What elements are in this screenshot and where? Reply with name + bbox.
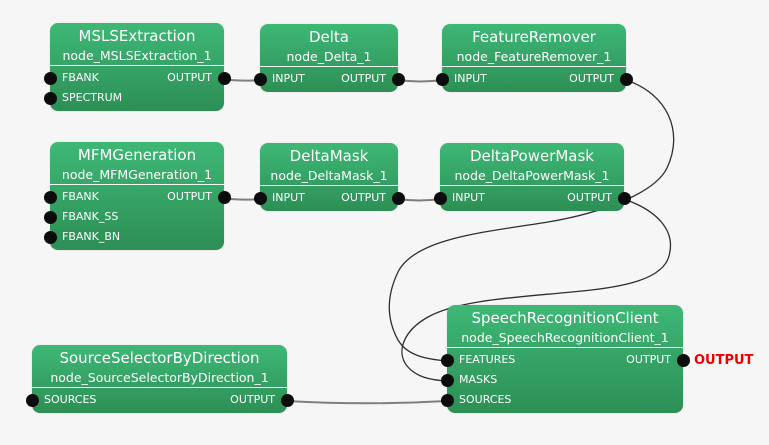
- input-port-label: SOURCES: [459, 393, 512, 406]
- features-input-port[interactable]: [440, 353, 454, 367]
- node-header: FeatureRemover node_FeatureRemover_1: [442, 24, 626, 67]
- input-port[interactable]: [253, 72, 267, 86]
- input-port[interactable]: [253, 191, 267, 205]
- wire-deltapowermask-to-masks[interactable]: [401, 198, 672, 382]
- input-port-label: INPUT: [452, 191, 485, 204]
- output-port[interactable]: [217, 71, 231, 85]
- port-row: MASKS: [440, 370, 683, 390]
- input-port-label: FEATURES: [459, 353, 516, 366]
- node-header: SpeechRecognitionClient node_SpeechRecog…: [447, 305, 683, 348]
- node-deltamask[interactable]: DeltaMask node_DeltaMask_1 INPUT OUTPUT: [253, 143, 405, 211]
- port-row: FBANK_SS: [43, 207, 224, 227]
- output-port[interactable]: [676, 353, 690, 367]
- node-instance-name: node_MFMGeneration_1: [61, 167, 213, 182]
- node-title: MSLSExtraction: [78, 27, 196, 45]
- input-port-label: SPECTRUM: [62, 91, 123, 104]
- node-deltapowermask[interactable]: DeltaPowerMask node_DeltaPowerMask_1 INP…: [433, 143, 631, 211]
- input-port-label: FBANK_SS: [62, 210, 119, 223]
- output-port[interactable]: [619, 72, 633, 86]
- node-instance-name: node_DeltaPowerMask_1: [454, 168, 610, 183]
- node-instance-name: node_MSLSExtraction_1: [62, 48, 212, 63]
- output-port[interactable]: [391, 191, 405, 205]
- node-title: DeltaPowerMask: [469, 147, 594, 165]
- node-ports: SOURCES OUTPUT: [25, 388, 294, 413]
- port-row: SOURCES: [440, 390, 683, 410]
- port-row: FEATURES OUTPUT: [440, 350, 690, 370]
- node-speechrecognitionclient[interactable]: SpeechRecognitionClient node_SpeechRecog…: [440, 305, 690, 413]
- output-port-label: OUTPUT: [167, 71, 212, 84]
- fbank-ss-input-port[interactable]: [43, 210, 57, 224]
- output-port[interactable]: [280, 393, 294, 407]
- port-row: FBANK_BN: [43, 227, 224, 247]
- node-title: DeltaMask: [289, 147, 369, 165]
- node-title: FeatureRemover: [472, 28, 596, 46]
- input-port[interactable]: [435, 72, 449, 86]
- input-port-label: INPUT: [272, 191, 305, 204]
- node-mslsextraction[interactable]: MSLSExtraction node_MSLSExtraction_1 FBA…: [43, 23, 231, 111]
- masks-input-port[interactable]: [440, 373, 454, 387]
- output-port-label: OUTPUT: [167, 190, 212, 203]
- node-header: MFMGeneration node_MFMGeneration_1: [50, 142, 224, 185]
- node-header: DeltaPowerMask node_DeltaPowerMask_1: [440, 143, 624, 186]
- port-row: INPUT OUTPUT: [433, 188, 631, 208]
- node-ports: FBANK OUTPUT FBANK_SS FBANK_BN: [43, 185, 231, 250]
- node-ports: INPUT OUTPUT: [253, 67, 405, 92]
- input-port-label: MASKS: [459, 373, 498, 386]
- output-port-label: OUTPUT: [341, 191, 386, 204]
- input-port-label: FBANK: [62, 190, 99, 203]
- input-port[interactable]: [433, 191, 447, 205]
- output-port[interactable]: [617, 191, 631, 205]
- node-mfmgeneration[interactable]: MFMGeneration node_MFMGeneration_1 FBANK…: [43, 142, 231, 250]
- wire-featureremover-to-features[interactable]: [388, 79, 675, 362]
- node-instance-name: node_DeltaMask_1: [270, 168, 388, 183]
- node-featureremover[interactable]: FeatureRemover node_FeatureRemover_1 INP…: [435, 24, 633, 92]
- node-delta[interactable]: Delta node_Delta_1 INPUT OUTPUT: [253, 24, 405, 92]
- node-instance-name: node_Delta_1: [286, 49, 372, 64]
- fbank-input-port[interactable]: [43, 71, 57, 85]
- output-port[interactable]: [217, 190, 231, 204]
- input-port-label: SOURCES: [44, 393, 97, 406]
- output-port-label: OUTPUT: [341, 72, 386, 85]
- node-ports: INPUT OUTPUT: [433, 186, 631, 211]
- sources-input-port[interactable]: [25, 393, 39, 407]
- output-port-label: OUTPUT: [569, 72, 614, 85]
- wire-sourceselector-to-sources[interactable]: [286, 400, 448, 405]
- sources-input-port[interactable]: [440, 393, 454, 407]
- port-row: SOURCES OUTPUT: [25, 390, 294, 410]
- fbank-input-port[interactable]: [43, 190, 57, 204]
- node-header: SourceSelectorByDirection node_SourceSel…: [32, 345, 287, 388]
- output-port-label: OUTPUT: [230, 393, 275, 406]
- fbank-bn-input-port[interactable]: [43, 230, 57, 244]
- port-row: FBANK OUTPUT: [43, 68, 231, 88]
- port-row: INPUT OUTPUT: [435, 69, 633, 89]
- node-title: SpeechRecognitionClient: [471, 309, 659, 327]
- input-port-label: INPUT: [454, 72, 487, 85]
- node-title: SourceSelectorByDirection: [59, 349, 260, 367]
- port-row: FBANK OUTPUT: [43, 187, 231, 207]
- port-row: INPUT OUTPUT: [253, 69, 405, 89]
- port-row: INPUT OUTPUT: [253, 188, 405, 208]
- node-instance-name: node_SourceSelectorByDirection_1: [50, 370, 269, 385]
- port-row: SPECTRUM: [43, 88, 224, 108]
- node-ports: FBANK OUTPUT SPECTRUM: [43, 66, 231, 111]
- node-header: MSLSExtraction node_MSLSExtraction_1: [50, 23, 224, 66]
- node-instance-name: node_SpeechRecognitionClient_1: [461, 330, 669, 345]
- node-header: DeltaMask node_DeltaMask_1: [260, 143, 398, 186]
- output-port-label: OUTPUT: [567, 191, 612, 204]
- node-ports: FEATURES OUTPUT MASKS SOURCES: [440, 348, 690, 413]
- node-title: MFMGeneration: [77, 146, 197, 164]
- node-ports: INPUT OUTPUT: [435, 67, 633, 92]
- node-header: Delta node_Delta_1: [260, 24, 398, 67]
- input-port-label: INPUT: [272, 72, 305, 85]
- spectrum-input-port[interactable]: [43, 91, 57, 105]
- node-title: Delta: [308, 28, 350, 46]
- node-ports: INPUT OUTPUT: [253, 186, 405, 211]
- output-port[interactable]: [391, 72, 405, 86]
- node-sourceselectorbydirection[interactable]: SourceSelectorByDirection node_SourceSel…: [25, 345, 294, 413]
- node-instance-name: node_FeatureRemover_1: [456, 49, 612, 64]
- network-output-terminal-label: OUTPUT: [694, 353, 754, 368]
- input-port-label: FBANK_BN: [62, 230, 121, 243]
- output-port-label: OUTPUT: [626, 353, 671, 366]
- input-port-label: FBANK: [62, 71, 99, 84]
